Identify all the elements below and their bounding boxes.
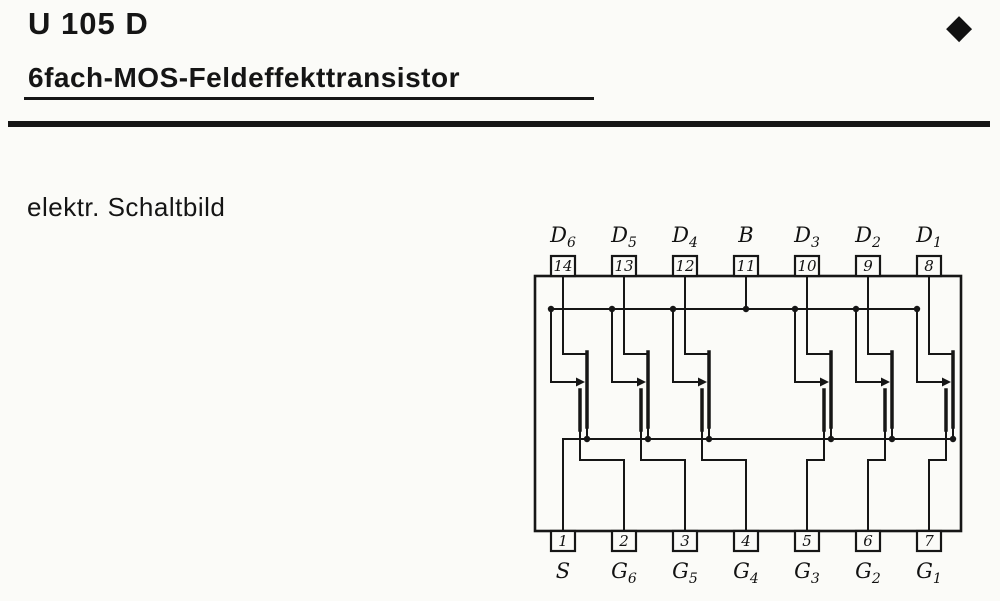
- header-rule: [8, 121, 990, 127]
- svg-text:G2: G2: [855, 559, 881, 587]
- svg-text:8: 8: [924, 257, 934, 275]
- svg-text:12: 12: [675, 257, 694, 275]
- svg-text:S: S: [556, 559, 570, 583]
- source-bus: [562, 438, 954, 532]
- svg-text:G5: G5: [672, 559, 698, 587]
- svg-text:D3: D3: [793, 223, 820, 251]
- svg-text:9: 9: [863, 257, 873, 275]
- pin-top-10: 10 D3: [793, 223, 821, 278]
- svg-text:14: 14: [553, 257, 572, 275]
- svg-text:D1: D1: [915, 223, 942, 251]
- pin-top-8: 8 D1: [915, 223, 943, 278]
- pin-top-14: 14 D6: [549, 223, 577, 278]
- svg-text:1: 1: [558, 532, 568, 550]
- svg-text:D6: D6: [549, 223, 576, 251]
- pin-bottom-4: 4 G4: [732, 529, 760, 587]
- mosfet-t6: [547, 275, 625, 532]
- pin-top-13: 13 D5: [610, 223, 638, 278]
- subtitle-rule: [24, 97, 594, 100]
- svg-text:4: 4: [740, 532, 751, 550]
- svg-text:5: 5: [802, 532, 812, 550]
- pin-bottom-5: 5 G3: [793, 529, 821, 587]
- svg-text:D4: D4: [671, 223, 698, 251]
- mosfet-t1: [913, 275, 957, 532]
- mosfet-t2: [852, 275, 896, 532]
- mosfet-t3: [791, 275, 835, 532]
- svg-text:7: 7: [924, 532, 934, 550]
- svg-text:G1: G1: [916, 559, 942, 587]
- pin-bottom-7: 7 G1: [915, 529, 943, 587]
- svg-text:D5: D5: [610, 223, 637, 251]
- diamond-icon: ◆: [946, 8, 973, 46]
- page-subtitle: 6fach-MOS-Feldeffekttransistor: [28, 62, 460, 93]
- pin-bottom-1: 1 S: [549, 529, 577, 583]
- svg-text:2: 2: [618, 532, 629, 550]
- circuit-schematic: 14 D6 13 D5 12 D4 11 B 10 D3 9 D2: [533, 223, 963, 587]
- svg-text:10: 10: [797, 257, 817, 275]
- mosfet-t5: [608, 275, 686, 532]
- svg-text:11: 11: [736, 257, 755, 275]
- pin-top-9: 9 D2: [854, 223, 882, 278]
- pin-top-12: 12 D4: [671, 223, 699, 278]
- svg-text:G4: G4: [733, 559, 759, 587]
- pin-top-11: 11 B: [732, 223, 760, 278]
- svg-text:D2: D2: [854, 223, 881, 251]
- svg-text:13: 13: [614, 257, 633, 275]
- ic-body-outline: [533, 274, 963, 533]
- pin-bottom-3: 3 G5: [671, 529, 699, 587]
- svg-text:G3: G3: [794, 559, 820, 587]
- mosfet-t4: [669, 275, 747, 532]
- pin-bottom-2: 2 G6: [610, 529, 638, 587]
- svg-text:3: 3: [680, 532, 690, 550]
- svg-text:B: B: [737, 223, 753, 247]
- section-label: elektr. Schaltbild: [27, 192, 226, 222]
- pin-bottom-6: 6 G2: [854, 529, 882, 587]
- bulk-bus: [550, 275, 918, 313]
- svg-text:6: 6: [863, 532, 873, 550]
- svg-text:G6: G6: [611, 559, 637, 587]
- page-title: U 105 D: [28, 6, 149, 41]
